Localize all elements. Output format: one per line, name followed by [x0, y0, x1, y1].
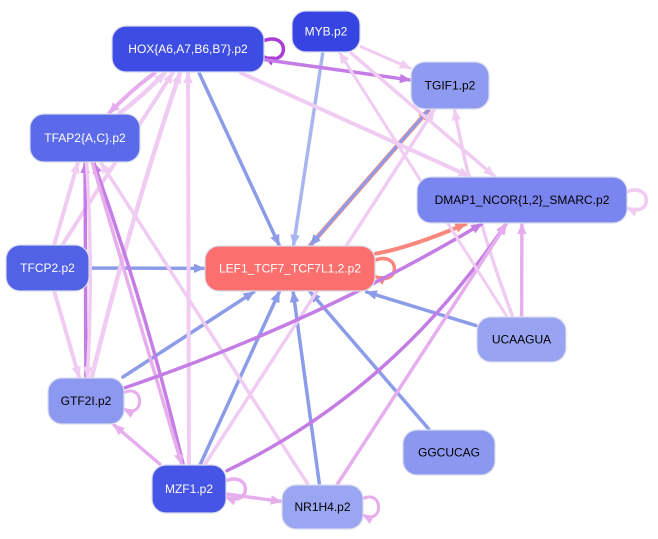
node-TFAP2[interactable]: TFAP2{A,C}.p2: [29, 113, 141, 163]
node-GGCUCAG[interactable]: GGCUCAG: [402, 429, 496, 476]
self-loop-MZF1: [223, 477, 248, 506]
node-MZF1[interactable]: MZF1.p2: [151, 464, 227, 514]
edge-MYB-TGIF1: [359, 45, 412, 70]
node-MYB[interactable]: MYB.p2: [291, 10, 361, 53]
edge-GTF2I-DMAP1: [123, 222, 484, 390]
edge-MYB-LEF1: [290, 51, 325, 247]
node-HOX[interactable]: HOX{A6,A7,B6,B7}.p2: [111, 25, 265, 73]
edge-MZF1-NR1H4: [225, 492, 283, 505]
self-loop-HOX: [261, 37, 286, 66]
edge-HOX-DMAP1: [239, 71, 471, 178]
edge-MZF1-HOX: [183, 71, 193, 466]
edge-GGCUCAG-LEF1: [308, 290, 431, 431]
node-TGIF1[interactable]: TGIF1.p2: [410, 61, 490, 110]
edge-HOX-TGIF1: [263, 57, 412, 84]
edge-MZF1-GTF2I: [112, 423, 162, 466]
node-TFCP2[interactable]: TFCP2.p2: [5, 244, 90, 292]
node-DMAP1[interactable]: DMAP1_NCOR{1,2}_SMARC.p2: [416, 176, 628, 224]
self-loop-NR1H4: [360, 495, 381, 524]
edge-GTF2I-HOX: [89, 70, 183, 380]
edge-TGIF1-LEF1: [309, 108, 431, 247]
edge-MYB-DMAP1: [349, 51, 496, 178]
edge-LEF1-DMAP1: [374, 222, 468, 256]
edge-UCAAGUA-LEF1: [364, 290, 478, 328]
edge-TFCP2-GTF2I: [52, 290, 82, 379]
self-loop-GTF2I: [121, 389, 142, 418]
edge-HOX-LEF1: [197, 71, 281, 247]
edge-HOX-TFAP2: [107, 71, 157, 115]
node-LEF1[interactable]: LEF1_TCF7_TCF7L1,2.p2: [204, 245, 376, 292]
node-NR1H4[interactable]: NR1H4.p2: [281, 484, 364, 530]
self-loop-DMAP1: [624, 188, 649, 217]
edge-TFAP2-MZF1: [90, 161, 184, 466]
edge-layer: [52, 37, 649, 524]
edge-TFAP2-HOX: [117, 70, 167, 116]
edge-TFCP2-TFAP2: [52, 161, 80, 246]
node-GTF2I[interactable]: GTF2I.p2: [47, 377, 125, 425]
edge-NR1H4-TFAP2: [99, 161, 310, 486]
edge-TFAP2-GTF2I: [83, 161, 93, 379]
edge-MZF1-TFAP2: [92, 161, 185, 466]
node-UCAAGUA[interactable]: UCAAGUA: [476, 316, 567, 363]
edge-NR1H4-DMAP1: [335, 222, 509, 486]
